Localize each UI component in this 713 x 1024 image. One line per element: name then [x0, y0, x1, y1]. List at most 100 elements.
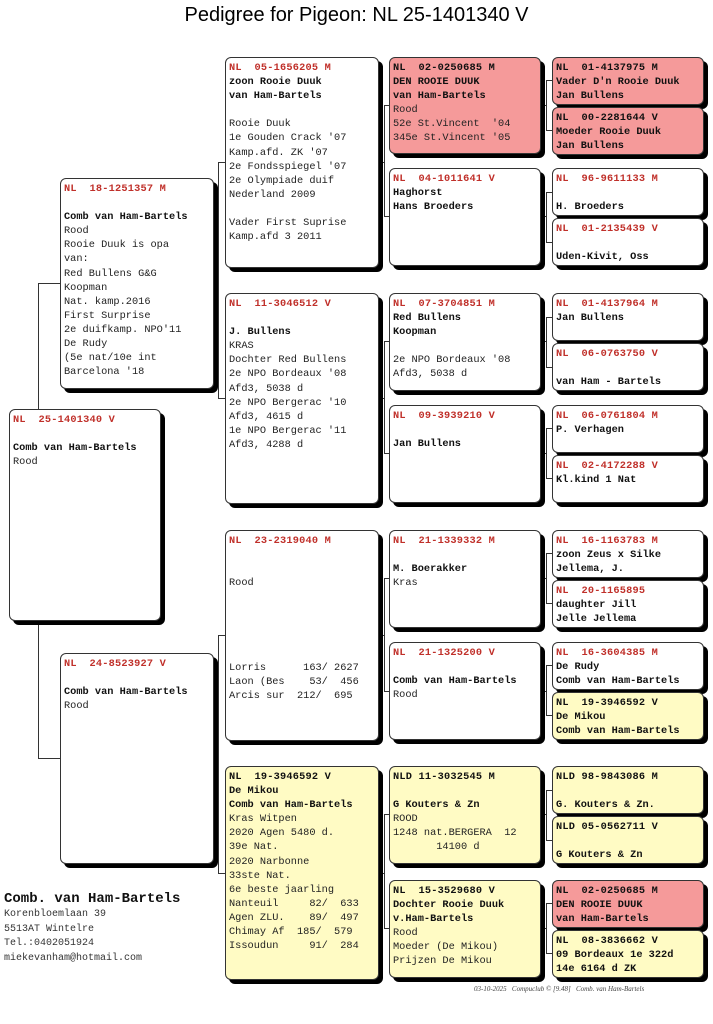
card-line: Chimay Af 185/ 579 [229, 926, 353, 939]
connector-line [546, 715, 552, 716]
card-line: Afd3, 4288 d [229, 438, 304, 451]
card-line: Dochter Red Bullens [229, 354, 347, 367]
card-line: zoon Zeus x Silke [556, 549, 662, 562]
card-line: Rooie Duuk [229, 118, 291, 131]
card-line [229, 548, 375, 562]
card-line: 2e Olympiade duif [229, 174, 335, 187]
connector-line [384, 928, 389, 929]
owner-address: Korenbloemlaan 39 [4, 909, 107, 920]
connector-line [218, 162, 219, 398]
connector-line [546, 840, 552, 841]
connector-line [546, 367, 552, 368]
connector-line [384, 105, 385, 216]
connector-line [379, 873, 384, 874]
connector-line [546, 953, 552, 954]
card-line: (5e nat/10e int [64, 352, 157, 365]
card-line: 09 Bordeaux 1e 322d [556, 949, 674, 962]
card-line [229, 103, 375, 117]
card-line: Nanteuil 82/ 633 [229, 897, 359, 910]
card-line: Jan Bullens [393, 438, 461, 451]
card-line [556, 186, 700, 200]
connector-line [384, 341, 389, 342]
card-line: KRAS [229, 340, 254, 353]
card-line: Kamp.afd 3 2011 [229, 231, 322, 244]
ring-number: NL 20-1165895 [556, 585, 646, 597]
connector-line [546, 317, 547, 367]
connector-line [38, 758, 60, 759]
card-line: 2e duifkamp. NPO'11 [64, 323, 182, 336]
connector-line [384, 814, 389, 815]
card-line [556, 784, 700, 798]
connector-line [384, 691, 389, 692]
ring-number: NL 16-3604385 M [556, 647, 659, 659]
owner-phone: Tel.:0402051924 [4, 938, 95, 949]
ring-number: NL 16-1163783 M [556, 535, 659, 547]
connector-line [214, 758, 218, 759]
connector-line [541, 691, 546, 692]
connector-line [546, 903, 552, 904]
card-line: Comb van Ham-Bartels [393, 675, 517, 688]
connector-line [214, 283, 218, 284]
card-line [229, 590, 375, 604]
card-line: 14e 6164 d ZK [556, 963, 637, 976]
card-line: Rood [64, 700, 89, 713]
connector-line [218, 398, 225, 399]
connector-line [546, 553, 552, 554]
ring-number: NL 24-8523927 V [64, 658, 167, 670]
connector-line [546, 478, 552, 479]
ring-number: NL 06-0761804 M [556, 410, 659, 422]
card-line: zoon Rooie Duuk [229, 76, 322, 89]
card-line: 2e NPO Bordeaux '08 [229, 368, 347, 381]
connector-line [546, 317, 552, 318]
card-line: van Ham-Bartels [556, 913, 649, 926]
card-line: Agen ZLU. 89/ 497 [229, 911, 359, 924]
card-line: 33ste Nat. [229, 869, 291, 882]
card-line: Comb van Ham-Bartels [64, 686, 188, 699]
card-line: van Ham-Bartels [229, 90, 322, 103]
page-title: Pedigree for Pigeon: NL 25-1401340 V [184, 4, 529, 26]
card-line [393, 548, 537, 562]
ring-number: NL 19-3946592 V [229, 771, 332, 783]
card-line: Rood [393, 927, 418, 940]
connector-line [384, 216, 389, 217]
card-line [13, 427, 157, 441]
card-line [64, 671, 210, 685]
card-line: Jan Bullens [556, 312, 624, 325]
connector-line [379, 398, 384, 399]
connector-line [546, 130, 552, 131]
card-line: Vader First Suprise [229, 217, 347, 230]
card-line: Red Bullens [393, 312, 461, 325]
